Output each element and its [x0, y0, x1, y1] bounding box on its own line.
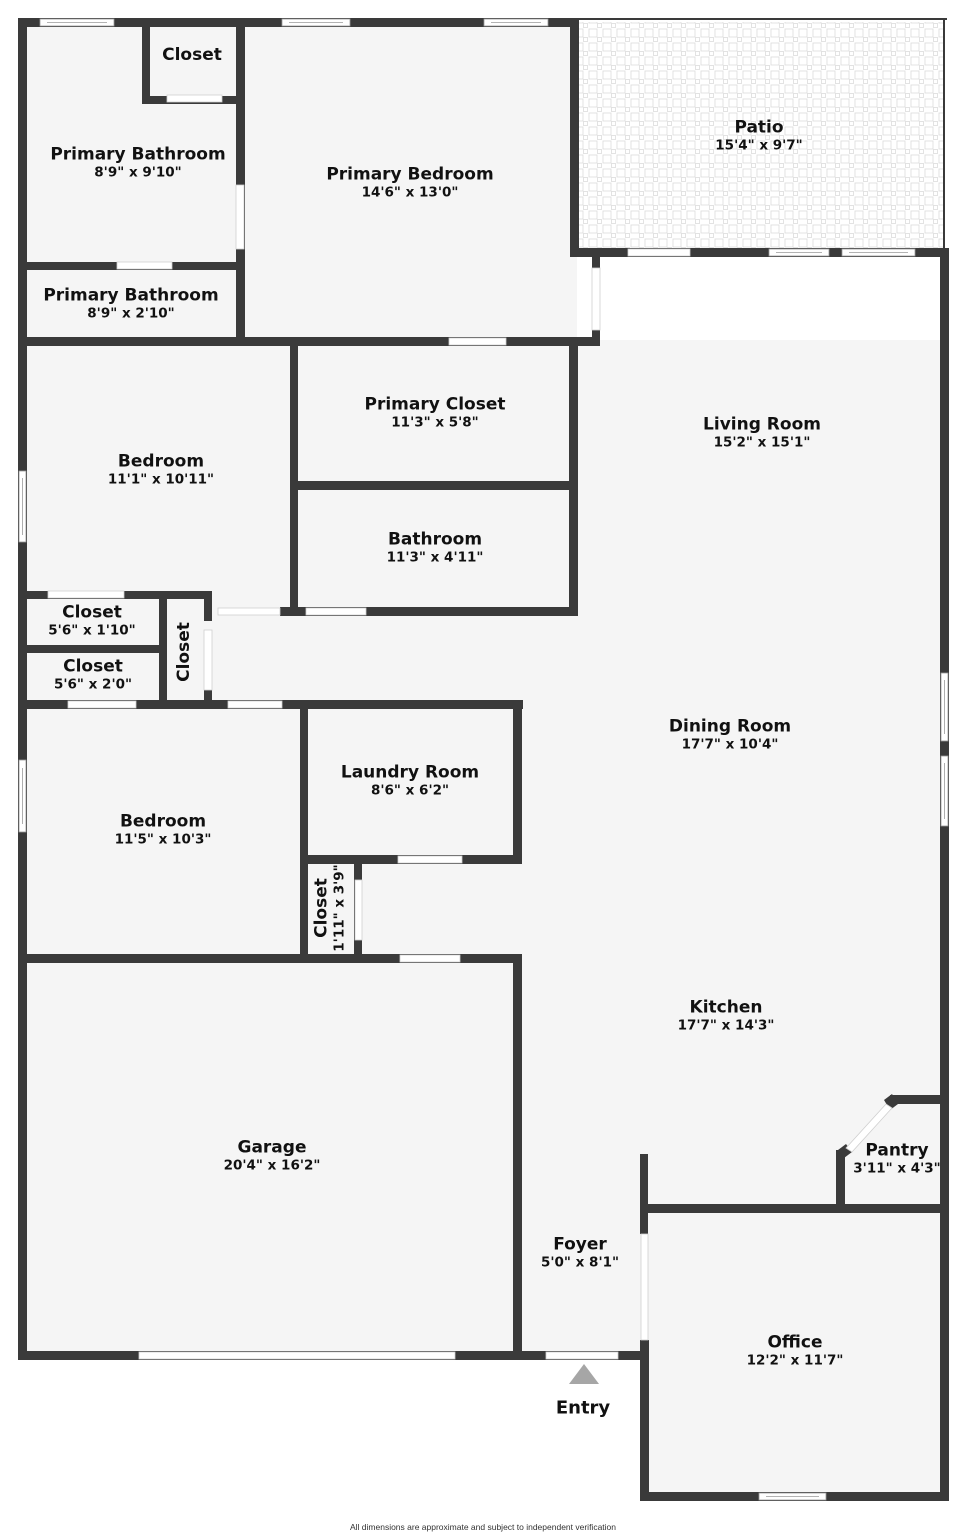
- entry-arrow-icon: [569, 1364, 599, 1384]
- room-dimensions: 1'11" x 3'9": [331, 864, 348, 952]
- room-name: Bedroom: [119, 811, 207, 832]
- room-name: Kitchen: [689, 997, 763, 1018]
- room-laundry-room: Laundry Room 8'6" x 6'2": [341, 763, 479, 798]
- room-dimensions: 15'4" x 9'7": [715, 137, 803, 154]
- room-name: Garage: [237, 1137, 307, 1158]
- room-primary-bedroom: Primary Bedroom 14'6" x 13'0": [326, 165, 493, 200]
- room-bedroom-1: Bedroom 11'1" x 10'11": [108, 452, 214, 487]
- room-name: Laundry Room: [340, 762, 480, 783]
- room-name: Bathroom: [387, 529, 483, 550]
- room-name: Office: [767, 1332, 823, 1353]
- room-name: Dining Room: [668, 716, 792, 737]
- room-dimensions: 3'11" x 4'3": [853, 1160, 941, 1177]
- room-bathroom: Bathroom 11'3" x 4'11": [387, 530, 484, 565]
- room-dimensions: 11'3" x 4'11": [386, 549, 484, 566]
- room-dining-room: Dining Room 17'7" x 10'4": [669, 717, 791, 752]
- room-primary-closet: Primary Closet 11'3" x 5'8": [365, 395, 506, 430]
- room-dimensions: 5'6" x 2'0": [53, 676, 133, 693]
- room-name: Foyer: [553, 1234, 607, 1255]
- room-closet-a: Closet 5'6" x 1'10": [48, 603, 135, 638]
- room-dimensions: 8'9" x 2'10": [87, 305, 175, 322]
- room-closet-top: Closet: [162, 46, 222, 66]
- room-dimensions: 12'2" x 11'7": [746, 1352, 844, 1369]
- room-kitchen: Kitchen 17'7" x 14'3": [678, 998, 775, 1033]
- room-name: Primary Bathroom: [50, 144, 226, 165]
- patio-floor: [577, 22, 945, 252]
- room-name: Closet: [162, 45, 222, 66]
- room-dimensions: 11'5" x 10'3": [114, 831, 212, 848]
- room-name: Closet: [62, 602, 122, 623]
- room-closet-small: Closet 1'11" x 3'9": [311, 864, 348, 952]
- room-primary-bathroom: Primary Bathroom 8'9" x 9'10": [50, 145, 225, 180]
- room-dimensions: 20'4" x 16'2": [223, 1157, 321, 1174]
- room-dimensions: 17'7" x 10'4": [681, 736, 779, 753]
- room-closet-vertical: Closet: [174, 622, 195, 682]
- room-name: Primary Closet: [364, 394, 506, 415]
- room-dimensions: 11'3" x 5'8": [391, 414, 479, 431]
- room-dimensions: 15'2" x 15'1": [713, 434, 811, 451]
- room-patio: Patio 15'4" x 9'7": [715, 118, 802, 153]
- room-primary-bathroom-2: Primary Bathroom 8'9" x 2'10": [43, 286, 218, 321]
- room-name: Primary Bathroom: [43, 285, 219, 306]
- room-dimensions: 8'6" x 6'2": [370, 782, 450, 799]
- room-name: Patio: [734, 117, 784, 138]
- room-name: Pantry: [865, 1140, 929, 1161]
- room-dimensions: 14'6" x 13'0": [361, 184, 459, 201]
- room-name: Closet: [63, 656, 123, 677]
- room-office: Office 12'2" x 11'7": [747, 1333, 844, 1368]
- room-name: Closet: [311, 878, 332, 938]
- floor-areas: [22, 22, 947, 1500]
- room-name: Living Room: [703, 414, 821, 435]
- room-name: Primary Bedroom: [326, 164, 494, 185]
- room-dimensions: 5'6" x 1'10": [48, 622, 136, 639]
- entry-label: Entry: [555, 1397, 611, 1419]
- room-foyer: Foyer 5'0" x 8'1": [541, 1235, 619, 1270]
- room-closet-b: Closet 5'6" x 2'0": [54, 657, 132, 692]
- room-dimensions: 11'1" x 10'11": [107, 471, 215, 488]
- room-pantry: Pantry 3'11" x 4'3": [853, 1141, 940, 1176]
- room-dimensions: 5'0" x 8'1": [540, 1254, 620, 1271]
- room-bedroom-2: Bedroom 11'5" x 10'3": [115, 812, 212, 847]
- room-garage: Garage 20'4" x 16'2": [224, 1138, 321, 1173]
- room-name: Closet: [174, 622, 195, 682]
- room-living-room: Living Room 15'2" x 15'1": [703, 415, 821, 450]
- windows: [18, 18, 949, 1501]
- doors: [47, 94, 893, 1360]
- room-dimensions: 8'9" x 9'10": [94, 164, 182, 181]
- disclaimer-text: All dimensions are approximate and subje…: [349, 1522, 617, 1532]
- room-name: Bedroom: [117, 451, 205, 472]
- room-dimensions: 17'7" x 14'3": [677, 1017, 775, 1034]
